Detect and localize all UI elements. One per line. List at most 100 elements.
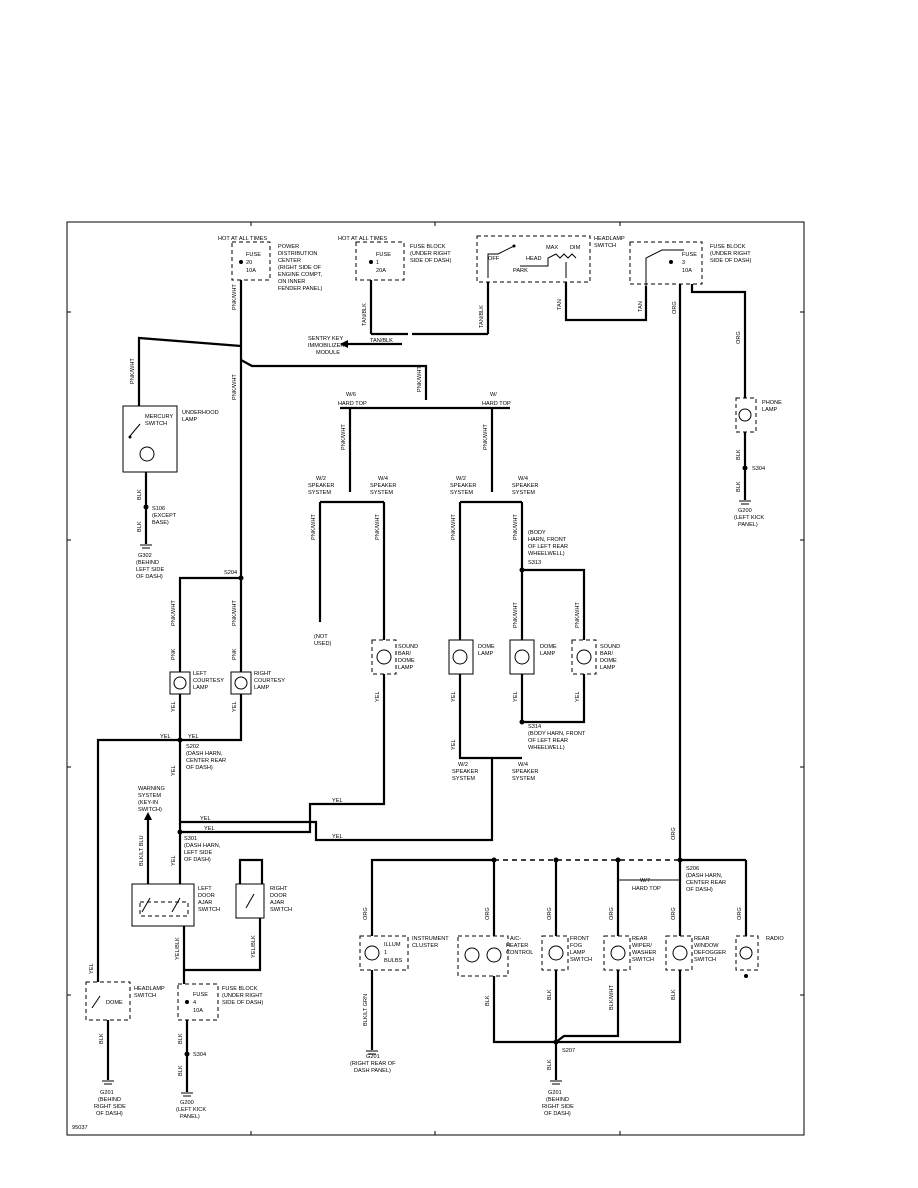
wire-label: W/2 xyxy=(458,762,468,768)
wire-label: FUSE BLOCK xyxy=(710,244,746,250)
wire-label: DOME xyxy=(478,644,495,650)
wire-label: SYSTEM xyxy=(512,776,535,782)
wire-label: WARNING xyxy=(138,786,165,792)
wire-label: 10A xyxy=(246,268,256,274)
wire-label: 3 xyxy=(682,260,685,266)
wire-label: DOME xyxy=(540,644,557,650)
wire-label: ORG xyxy=(547,907,553,920)
wire-label: YEL xyxy=(575,691,581,702)
wire-label: YEL xyxy=(200,816,211,822)
wire-label: FENDER PANEL) xyxy=(278,286,322,292)
wire-label: ORG xyxy=(736,331,742,344)
wire-label: W/4 xyxy=(378,476,388,482)
wire-label: FUSE BLOCK xyxy=(410,244,446,250)
wire-label: SWITCH xyxy=(594,243,616,249)
wire-label: G201 xyxy=(100,1090,114,1096)
wire-label: YEL xyxy=(160,734,171,740)
wire-label: SOUND xyxy=(398,644,418,650)
wire-label: YEL xyxy=(332,834,343,840)
wire-label: FUSE BLOCK xyxy=(222,986,258,992)
wire-label: PNK/WHT xyxy=(341,424,347,450)
wire-label: USED) xyxy=(314,641,332,647)
wire-label: DOOR xyxy=(270,893,287,899)
wire-label: (EXCEPT xyxy=(152,513,177,519)
wire-label: (NOT xyxy=(314,634,328,640)
wire-label: AJAR xyxy=(198,900,212,906)
wire-label: BLK xyxy=(99,1033,105,1044)
wire-label: SYSTEM xyxy=(138,793,161,799)
wire-label: BLK xyxy=(178,1033,184,1044)
wire-label: W/7 xyxy=(640,878,650,884)
wire-label: LAMP xyxy=(398,665,414,671)
wire-label: (KEY-IN xyxy=(138,800,158,806)
fuse-block-2: FUSE 3 10A FUSE BLOCK (UNDER RIGHT SIDE … xyxy=(629,241,751,286)
wire-label: CONTROL xyxy=(506,950,533,956)
right-door-ajar-switch: RIGHT DOOR AJAR SWITCH xyxy=(235,883,292,919)
front-fog-lamp-switch: FRONT FOG LAMP SWITCH xyxy=(541,935,592,971)
wire-label: DASH PANEL) xyxy=(354,1068,391,1074)
wire-label: MERCURY xyxy=(145,414,173,420)
wire-label: S202 xyxy=(186,744,199,750)
dome-lamp-2: DOME LAMP xyxy=(509,639,557,675)
wire-label: LAMP xyxy=(762,407,778,413)
wire-label: S106 xyxy=(152,506,165,512)
wire-label: G200 xyxy=(180,1100,194,1106)
wire-label: PHONE xyxy=(762,400,782,406)
wire-label: PNK/WHT xyxy=(483,424,489,450)
wire-label: ORG xyxy=(609,907,615,920)
wire-label: IMMOBILIZER xyxy=(308,343,344,349)
wire-label: S314 xyxy=(528,724,541,730)
wire-label: (DASH HARN, xyxy=(184,843,221,849)
wire-label: ORG xyxy=(363,907,369,920)
wire-label: S304 xyxy=(193,1052,206,1058)
wire-label: PNK/WHT xyxy=(451,514,457,540)
wire-label: BAR/ xyxy=(398,651,412,657)
headlamp-switch-top: HEADLAMP SWITCH MAX DIM OFF HEAD PARK xyxy=(476,235,625,283)
wire-label: HOT AT ALL TIMES xyxy=(338,236,387,242)
wire-label: LEFT SIDE xyxy=(136,567,164,573)
wire-label: (RIGHT SIDE OF xyxy=(278,265,322,271)
wire-label: BULBS xyxy=(384,958,403,964)
wire-label: 20 xyxy=(246,260,252,266)
wire-label: PNK xyxy=(171,648,177,660)
wire-label: HEAD xyxy=(526,256,542,262)
wire-label: DEFOGGER xyxy=(694,950,726,956)
wire-label: SYSTEM xyxy=(452,776,475,782)
underhood-lamp: MERCURY SWITCH UNDERHOOD LAMP xyxy=(122,405,219,473)
wire-label: LAMP xyxy=(182,417,198,423)
wire-label: DOME xyxy=(600,658,617,664)
radio: RADIO xyxy=(735,935,784,971)
fuse-block-1: HOT AT ALL TIMES FUSE 1 20A FUSE BLOCK (… xyxy=(338,236,451,281)
wire-label: ORG xyxy=(672,301,678,314)
wire-label: OF DASH) xyxy=(184,857,211,863)
wire-label: FUSE xyxy=(246,252,261,258)
wire-label: BLK xyxy=(485,995,491,1006)
wire-label: 1 xyxy=(376,260,379,266)
wire-label: RIGHT SIDE xyxy=(94,1104,126,1110)
wire-label: CENTER xyxy=(278,258,301,264)
wire-label: OF DASH) xyxy=(544,1111,571,1117)
wire-label: LEFT SIDE xyxy=(184,850,212,856)
right-courtesy-lamp: RIGHT COURTESY LAMP xyxy=(230,671,285,695)
sound-bar-dome-lamp-2: SOUND BAR/ DOME LAMP xyxy=(571,639,620,675)
wire-label: ENGINE COMPT, xyxy=(278,272,323,278)
wire-label: SIDE OF DASH) xyxy=(710,258,751,264)
wire-label: CENTER REAR xyxy=(686,880,726,886)
wire-label: FUSE xyxy=(376,252,391,258)
wire-label: ON INNER xyxy=(278,279,305,285)
wire-label: YEL xyxy=(332,798,343,804)
wire-label: UNDERHOOD xyxy=(182,410,219,416)
wire-label: WIPER/ xyxy=(632,943,652,949)
dome-lamp-1: DOME LAMP xyxy=(448,639,495,675)
wire-label: S313 xyxy=(528,560,541,566)
fuse-block-4: FUSE 4 10A FUSE BLOCK (UNDER RIGHT SIDE … xyxy=(177,983,263,1021)
wire-label: ORG xyxy=(737,907,743,920)
wire-label: LEFT xyxy=(193,671,207,677)
wire-label: POWER xyxy=(278,244,299,250)
wire-label: OF LEFT REAR xyxy=(528,738,568,744)
wire-label: TAN/BLK xyxy=(362,303,368,326)
wire-label: PNK/WHT xyxy=(130,358,136,384)
wire-label: W/6 xyxy=(346,392,356,398)
wire-label: S207 xyxy=(562,1048,575,1054)
